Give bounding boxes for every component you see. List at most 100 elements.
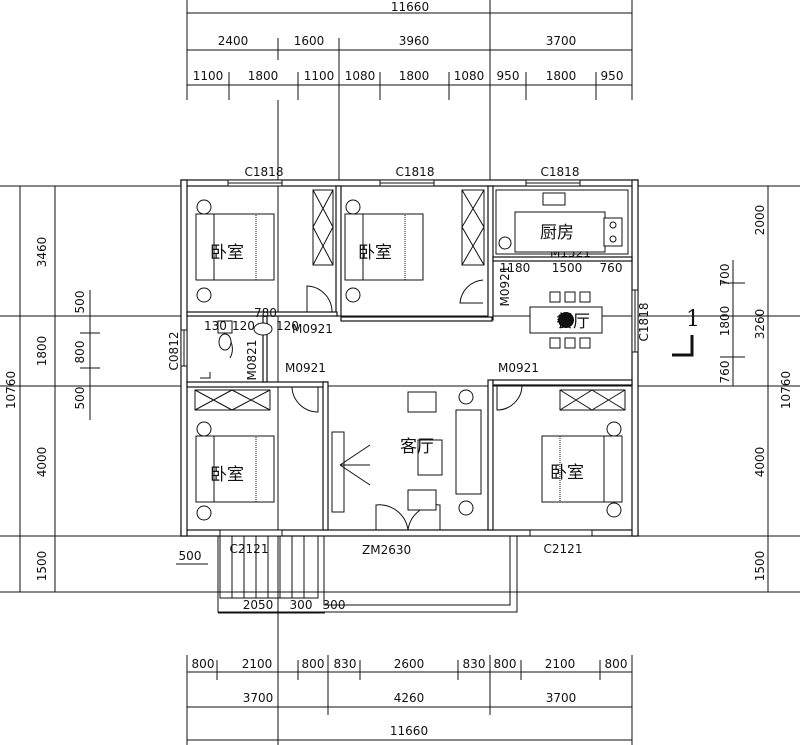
door-swing-bed-tl <box>306 285 333 313</box>
axis-lines <box>0 100 800 745</box>
stair-dim-1: 2050 <box>243 598 274 612</box>
right-dim-4: 1500 <box>753 551 767 582</box>
nightstand-lamp <box>196 505 212 521</box>
chair-icon <box>564 337 576 349</box>
room-label-bedroom-br: 卧室 <box>550 463 584 483</box>
left-dim-2: 1800 <box>35 336 49 367</box>
room-label-dining: 餐厅 <box>556 312 590 332</box>
nightstand-lamp <box>345 199 361 215</box>
bottom-sub-9: 800 <box>605 657 628 671</box>
room-label-bedroom-tl: 卧室 <box>210 243 244 263</box>
door-label-bed-bl: M0921 <box>285 361 326 375</box>
fridge-icon <box>498 236 512 250</box>
chair-icon <box>579 291 591 303</box>
top-dimension-chains: 11660 2400 1600 3960 3700 1100 1800 1100… <box>186 0 633 100</box>
nightstand-lamp <box>606 421 622 437</box>
top-sub-2: 1800 <box>248 69 279 83</box>
wash-basin <box>253 322 273 336</box>
right-inner-3: 760 <box>718 361 732 384</box>
chair-icon <box>549 291 561 303</box>
right-dim-3: 4000 <box>753 447 767 478</box>
side-table-lamp <box>458 389 474 405</box>
room-label-bedroom-bl: 卧室 <box>210 465 244 485</box>
kitchen: 厨房 <box>495 189 629 255</box>
nightstand-lamp <box>196 287 212 303</box>
bottom-dim-1: 3700 <box>243 691 274 705</box>
door-swing-bed-br <box>496 384 523 411</box>
left-inner-1: 500 <box>73 291 87 314</box>
kitchen-door-dims: 1180 1500 760 <box>498 260 625 275</box>
door-label-main: ZM2630 <box>362 543 411 557</box>
wardrobe <box>194 389 271 411</box>
right-dim-2: 3260 <box>753 309 767 340</box>
bath-dim-1: 130 <box>204 319 227 333</box>
bottom-dim-2: 4260 <box>394 691 425 705</box>
top-dim-4: 3700 <box>546 34 577 48</box>
bedroom-top-middle: 卧室 <box>344 189 485 303</box>
door-swing-bed-tm <box>459 279 484 304</box>
bottom-sub-5: 2600 <box>394 657 425 671</box>
door-swing-main-left <box>375 504 409 531</box>
bottom-dim-3: 3700 <box>546 691 577 705</box>
nightstand-lamp <box>606 502 622 518</box>
wardrobe <box>559 389 626 411</box>
armchair <box>407 489 437 511</box>
window-label-1: C1818 <box>245 165 284 179</box>
top-dim-1: 2400 <box>218 34 249 48</box>
armchair <box>407 391 437 413</box>
top-sub-4: 1080 <box>345 69 376 83</box>
section-mark: 1 <box>672 307 700 357</box>
bottom-sub-3: 800 <box>302 657 325 671</box>
right-inner-2: 1800 <box>718 306 732 337</box>
stair-arrow <box>339 444 371 486</box>
nightstand-lamp <box>196 199 212 215</box>
coffee-table <box>417 439 443 476</box>
bottom-sub-6: 830 <box>463 657 486 671</box>
left-dimension-chains: 10760 3460 1800 4000 1500 500 800 500 <box>4 186 100 592</box>
kitchen-dim-1: 1180 <box>500 261 531 275</box>
top-sub-6: 1080 <box>454 69 485 83</box>
bottom-sub-2: 2100 <box>242 657 273 671</box>
wardrobe <box>312 189 334 266</box>
sofa <box>455 409 482 495</box>
dining: 餐厅 <box>529 291 603 349</box>
room-label-living: 客厅 <box>400 437 434 457</box>
window-label-dining: C1818 <box>637 303 651 342</box>
kitchen-dim-2: 1500 <box>552 261 583 275</box>
nightstand-lamp <box>196 421 212 437</box>
chair-icon <box>579 337 591 349</box>
toilet <box>218 333 232 351</box>
left-dim-1: 3460 <box>35 237 49 268</box>
front-steps <box>219 535 319 599</box>
top-sub-5: 1800 <box>399 69 430 83</box>
top-dim-2: 1600 <box>294 34 325 48</box>
floor-drain <box>200 372 211 379</box>
bottom-total-dim: 11660 <box>390 724 428 738</box>
side-table-lamp <box>458 500 474 516</box>
tv-cabinet <box>331 431 345 513</box>
left-dim-3: 4000 <box>35 447 49 478</box>
bottom-sub-7: 800 <box>494 657 517 671</box>
porch-dim: 500 <box>179 549 202 563</box>
stair-dim-3: 300 <box>323 598 346 612</box>
wardrobe <box>461 189 485 266</box>
bath-sink-left <box>217 320 233 334</box>
door-swing-bed-bl <box>291 386 319 413</box>
kitchen-sink <box>542 192 566 206</box>
chair-icon <box>564 291 576 303</box>
bathroom: 130 780 120 120 <box>200 306 299 379</box>
bedroom-bottom-right: 卧室 <box>541 389 626 518</box>
room-label-kitchen: 厨房 <box>540 223 574 243</box>
bottom-sub-1: 800 <box>192 657 215 671</box>
top-dim-3: 3960 <box>399 34 430 48</box>
door-label-bed-tl: M0921 <box>292 322 333 336</box>
right-total-dim: 10760 <box>779 371 793 409</box>
interior-walls <box>186 185 633 531</box>
porch-edge <box>323 536 511 606</box>
living-room: 客厅 <box>331 389 482 516</box>
left-inner-3: 500 <box>73 387 87 410</box>
chair-icon <box>549 337 561 349</box>
window-label-bath: C0812 <box>167 332 181 371</box>
top-sub-7: 950 <box>497 69 520 83</box>
